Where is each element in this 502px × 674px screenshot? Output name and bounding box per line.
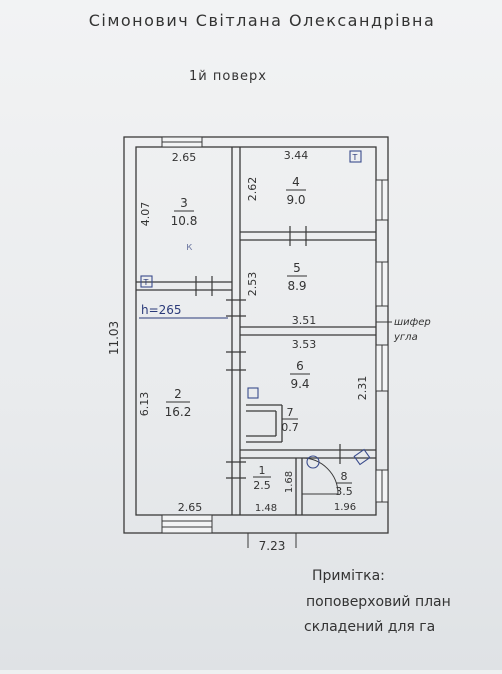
room-1-area: 2.5 — [253, 479, 271, 492]
windows — [161, 136, 389, 534]
room-6-id: 6 — [296, 359, 304, 373]
floor-title: 1й поверх — [189, 69, 267, 84]
room-4-id: 4 — [292, 175, 300, 189]
roof-note-line1: шифер — [394, 317, 431, 328]
dimension-labels: 2.65 3.44 3.51 3.53 2.65 1.48 1.96 4.07 … — [107, 149, 369, 553]
dim-room3-side: 4.07 — [139, 202, 152, 227]
gas-valve-icon — [353, 448, 371, 466]
dim-room6-top: 3.53 — [292, 338, 317, 351]
dim-room5-side: 2.53 — [246, 272, 259, 297]
door-marks — [195, 226, 341, 479]
stove-icon-room4 — [349, 150, 362, 163]
room-5-id: 5 — [293, 261, 301, 275]
room-3-id: 3 — [180, 196, 188, 210]
dim-room2-side: 6.13 — [138, 392, 151, 417]
room-labels: 3 10.8 4 9.0 5 8.9 6 9.4 2 16.2 7 0.7 1 … — [165, 175, 353, 498]
owner-name: Сімонович Світлана Олександрівна — [89, 11, 436, 30]
note-line2: складений для га — [304, 619, 435, 635]
dim-between: 3.51 — [292, 314, 317, 327]
stove-mark-room4: Т — [352, 153, 358, 162]
room-7-id: 7 — [287, 406, 294, 419]
dim-room4-top: 3.44 — [284, 149, 309, 162]
room-6-area: 9.4 — [290, 377, 309, 391]
dim-room8-bottom: 1.96 — [334, 502, 356, 513]
meter-icon — [306, 455, 320, 469]
dim-overall-height: 11.03 — [107, 321, 121, 355]
room-2-area: 16.2 — [165, 405, 192, 419]
dim-room3-top: 2.65 — [172, 151, 197, 164]
room-5-area: 8.9 — [287, 279, 306, 293]
dim-room4-side: 2.62 — [246, 177, 259, 202]
room-8-area: 3.5 — [335, 485, 353, 498]
stove-mark-room3: Т — [143, 278, 149, 287]
room3-kitchen-mark: к — [186, 240, 193, 253]
room-1-id: 1 — [259, 464, 266, 477]
ceiling-height: h=265 — [141, 303, 182, 317]
fixture-icons — [140, 150, 371, 469]
room-3-area: 10.8 — [171, 214, 198, 228]
dim-room6-side: 2.31 — [356, 376, 369, 401]
stove-icon-room6 — [247, 387, 259, 399]
room-7-area: 0.7 — [281, 421, 299, 434]
room-2-id: 2 — [174, 387, 182, 401]
window-bottom — [161, 514, 213, 534]
room-4-area: 9.0 — [286, 193, 305, 207]
roof-note-line2: угла — [393, 332, 418, 343]
dim-overall-width: 7.23 — [259, 539, 286, 553]
note-title: Примітка: — [312, 568, 385, 584]
dim-room1-bottom: 1.48 — [255, 503, 277, 514]
outer-walls — [123, 136, 389, 534]
room-8-id: 8 — [341, 470, 348, 483]
stove-icon-room3 — [140, 275, 153, 288]
dim-room2-bottom: 2.65 — [178, 501, 203, 514]
dim-room1-side: 1.68 — [284, 471, 295, 493]
overall-width-line — [247, 533, 297, 548]
note-line1: поповерховий план — [306, 594, 451, 610]
